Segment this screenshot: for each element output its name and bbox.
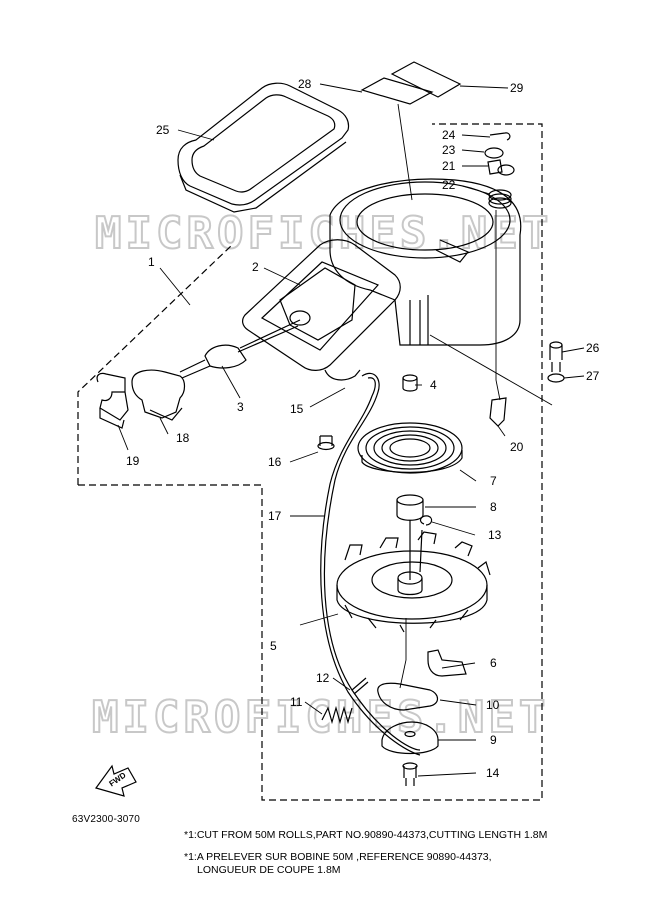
note-english: *1:CUT FROM 50M ROLLS,PART NO.90890-4437… <box>184 829 548 841</box>
callout-24: 24 <box>442 128 456 142</box>
part-21-pawl <box>487 159 515 176</box>
part-20-clip <box>489 397 507 427</box>
callout-2: 2 <box>252 260 259 274</box>
part-17-cable <box>323 372 421 751</box>
callout-20: 20 <box>510 440 524 454</box>
part-17-cable-inner <box>320 377 421 756</box>
callout-15: 15 <box>290 402 304 416</box>
part-3-cable-grommet <box>179 319 301 379</box>
callout-25: 25 <box>156 123 170 137</box>
callout-14: 14 <box>486 766 500 780</box>
part-28-label-sheet <box>360 77 434 105</box>
part-13-circlip <box>419 515 433 526</box>
callout-12: 12 <box>316 671 330 685</box>
part-19-clip <box>96 372 129 429</box>
part-11-spring <box>321 705 353 725</box>
callout-11: 11 <box>290 695 303 709</box>
watermark-bottom: MICROFICHES.NET <box>92 692 549 743</box>
fwd-label: FWD <box>107 770 127 788</box>
note-french-line1: *1:A PRELEVER SUR BOBINE 50M ,REFERENCE … <box>184 851 492 863</box>
callout-28: 28 <box>298 77 312 91</box>
callout-5: 5 <box>270 639 277 653</box>
callout-27: 27 <box>586 369 600 383</box>
callout-3: 3 <box>237 400 244 414</box>
callout-numbers: 1 2 3 4 5 6 7 8 9 10 11 12 13 14 15 16 1… <box>126 77 600 780</box>
part-16-bolt <box>317 435 335 451</box>
watermark-top: MICROFICHES.NET <box>95 208 552 259</box>
leader-lines <box>117 83 585 777</box>
part-10-plate <box>377 682 439 711</box>
callout-6: 6 <box>490 656 497 670</box>
callout-19: 19 <box>126 454 140 468</box>
part-26-bolt <box>549 341 563 372</box>
part-23-washer <box>484 147 504 159</box>
part-15-hose <box>324 369 361 381</box>
part-8-bushing <box>396 494 424 521</box>
part-5-sheave-drum <box>336 520 491 633</box>
callout-22: 22 <box>442 178 456 192</box>
callout-9: 9 <box>490 733 497 747</box>
callout-29: 29 <box>510 81 524 95</box>
callout-18: 18 <box>176 431 190 445</box>
part-9-cover <box>381 721 439 755</box>
part-25-seal-frame <box>177 82 350 213</box>
callout-10: 10 <box>486 698 500 712</box>
part-24-pin <box>489 132 511 141</box>
callout-26: 26 <box>586 341 600 355</box>
note-french-line2: LONGUEUR DE COUPE 1.8M <box>197 864 341 876</box>
part-27-washer <box>547 373 565 383</box>
callout-7: 7 <box>490 474 497 488</box>
part-6-pawl <box>427 649 467 677</box>
callout-4: 4 <box>430 378 437 392</box>
part-7-recoil-spring <box>357 422 463 474</box>
part-18-handle <box>131 369 186 421</box>
part-22-spring <box>488 189 512 209</box>
starter-case-housing <box>329 178 522 346</box>
part-4-bushing <box>402 374 418 392</box>
callout-21: 21 <box>442 159 456 173</box>
callout-17: 17 <box>268 509 282 523</box>
part-29-label-sheet <box>390 61 462 98</box>
part-14-bolt <box>402 762 418 786</box>
part-2-starter-handle-case <box>242 239 401 371</box>
callout-1: 1 <box>148 255 155 269</box>
callout-13: 13 <box>488 528 502 542</box>
fwd-arrow <box>95 764 137 797</box>
callout-23: 23 <box>442 143 456 157</box>
drawing-code: 63V2300-3070 <box>72 814 141 825</box>
part-12-pin <box>351 677 369 695</box>
callout-8: 8 <box>490 500 497 514</box>
callout-16: 16 <box>268 455 282 469</box>
